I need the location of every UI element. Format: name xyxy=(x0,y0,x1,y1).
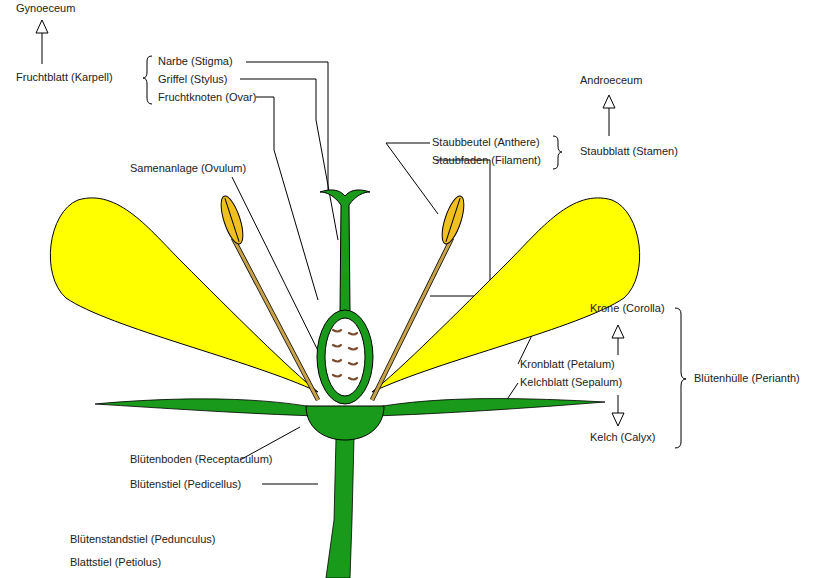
part-label: Blütenstiel (Pedicellus) xyxy=(130,478,241,491)
part-label: Gynoeceum xyxy=(16,2,75,15)
part-label: Krone (Corolla) xyxy=(590,302,665,315)
part-label: Blütenstandstiel (Pedunculus) xyxy=(70,533,216,546)
part-label: Narbe (Stigma) xyxy=(158,55,233,68)
part-label: Fruchtknoten (Ovar) xyxy=(158,91,256,104)
part-label: Kelch (Calyx) xyxy=(590,431,655,444)
part-label: Kronblatt (Petalum) xyxy=(520,358,615,371)
part-label: Samenanlage (Ovulum) xyxy=(130,162,246,175)
part-label: Griffel (Stylus) xyxy=(158,73,227,86)
part-label: Staubblatt (Stamen) xyxy=(580,145,678,158)
part-label: Blütenhülle (Perianth) xyxy=(694,372,800,385)
part-label: Androeceum xyxy=(580,74,642,87)
part-label: Kelchblatt (Sepalum) xyxy=(520,376,622,389)
part-label: Blütenboden (Receptaculum) xyxy=(130,453,272,466)
part-label: Blattstiel (Petiolus) xyxy=(70,556,161,569)
part-label: Staubbeutel (Anthere) xyxy=(432,136,540,149)
part-label: Staubfaden (Filament) xyxy=(432,154,541,167)
part-label: Fruchtblatt (Karpell) xyxy=(16,71,113,84)
